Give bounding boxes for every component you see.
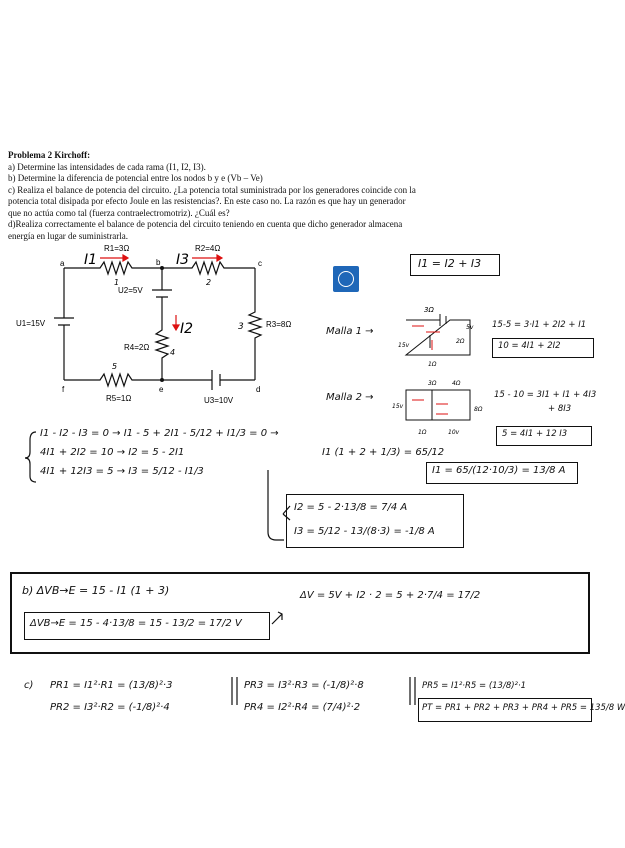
power-r3: PR3 = I3²·R3 = (-1/8)²·8 [244, 680, 364, 691]
malla1-sketch-r4: 2Ω [456, 338, 465, 345]
malla1-result: 10 = 4I1 + 2I2 [498, 341, 561, 351]
node-equation: I1 = I2 + I3 [418, 257, 482, 270]
i1-result-box [426, 462, 578, 484]
label-u1: U1=15V [16, 319, 46, 328]
problem-title: Problema 2 Kirchoff: [8, 150, 91, 160]
power-r2: PR2 = I3²·R2 = (-1/8)²·4 [50, 702, 170, 713]
part-b-frame [10, 572, 590, 654]
label-r3: R3=8Ω [266, 320, 291, 329]
power-r4: PR4 = I2²·R4 = (7/4)²·2 [244, 702, 361, 713]
problem-line-d1: d)Realiza correctamente el balance de po… [8, 219, 403, 229]
node-label-a: a [60, 259, 65, 268]
problem-line-a: a) Determine las intensidades de cada ra… [8, 161, 206, 172]
label-r4: R4=2Ω [124, 343, 149, 352]
info-icon[interactable] [333, 266, 359, 292]
malla2-sketch-r1: 3Ω [428, 380, 437, 387]
resistor-number-2: 2 [206, 278, 211, 287]
label-r2: R2=4Ω [195, 244, 220, 253]
problem-line-d2: energía en lugar de suministrarla. [8, 230, 129, 241]
part-b-result: ΔVB→E = 15 - 4·13/8 = 15 - 13/2 = 17/2 V [30, 618, 242, 629]
problem-line-c3: que no actúa como tal (fuerza contraelec… [8, 207, 230, 218]
i1-equation: I1 (1 + 2 + 1/3) = 65/12 [322, 447, 445, 458]
node-label-f: f [62, 385, 65, 394]
malla2-equation-2: + 8I3 [548, 404, 572, 414]
label-r5: R5=1Ω [106, 394, 131, 403]
malla2-sketch-15v: 15v [392, 403, 404, 410]
node-label-c: c [258, 259, 262, 268]
part-b-line: b) ΔVB→E = 15 - I1 (1 + 3) [22, 584, 170, 597]
i2-i3-result-box [286, 494, 464, 548]
malla2-label: Malla 2 → [326, 392, 374, 403]
power-total-box [418, 698, 592, 722]
part-c-label: c) [24, 680, 34, 691]
malla1-equation: 15-5 = 3·I1 + 2I2 + I1 [492, 320, 587, 330]
power-total: PT = PR1 + PR2 + PR3 + PR4 + PR5 = 135/8… [422, 703, 625, 713]
problem-line-c2: potencia total disipada por efecto Joule… [8, 196, 406, 206]
malla2-equation-1: 15 - 10 = 3I1 + I1 + 4I3 [494, 390, 597, 400]
current-label-i2: I2 [180, 321, 193, 337]
current-label-i3: I3 [176, 252, 189, 268]
malla2-result-box [496, 426, 592, 446]
problem-statement: Problema 2 Kirchoff: a) Determine las in… [8, 150, 593, 242]
i1-result: I1 = 65/(12·10/3) = 13/8 A [432, 465, 566, 476]
node-equation-box [410, 254, 500, 276]
circuit-diagram: a b c f e d R1=3Ω R2=4Ω R3=8Ω R4=2Ω R5=1… [16, 244, 483, 705]
system-equation-3: 4I1 + 12I3 = 5 → I3 = 5/12 - I1/3 [40, 466, 204, 477]
label-r1: R1=3Ω [104, 244, 129, 253]
part-b-result-box [24, 612, 270, 640]
part-b-alternative: ΔV = 5V + I2 · 2 = 5 + 2·7/4 = 17/2 [300, 590, 481, 601]
resistor-number-5: 5 [112, 362, 117, 371]
malla1-sketch-15v: 15v [398, 342, 410, 349]
malla1-result-box [492, 338, 594, 358]
resistor-number-3: 3 [238, 322, 244, 332]
node-label-b: b [156, 258, 161, 267]
malla2-sketch-10v: 10v [448, 429, 460, 436]
node-label-e: e [159, 385, 164, 394]
i3-result: I3 = 5/12 - 13/(8·3) = -1/8 A [294, 526, 435, 537]
problem-line-c1: c) Realiza el balance de potencia del ci… [8, 184, 416, 195]
malla2-sketch-r3: 8Ω [474, 406, 483, 413]
malla2-sketch-r5: 1Ω [418, 429, 427, 436]
current-label-i1: I1 [84, 252, 97, 268]
malla1-sketch-r5: 1Ω [428, 361, 437, 368]
i2-result: I2 = 5 - 2·13/8 = 7/4 A [294, 502, 408, 513]
problem-line-b: b) Determine la diferencia de potencial … [8, 173, 263, 183]
power-r1: PR1 = I1²·R1 = (13/8)²·3 [50, 680, 173, 691]
malla2-sketch-r2: 4Ω [452, 380, 461, 387]
system-equation-2: 4I1 + 2I2 = 10 → I2 = 5 - 2I1 [40, 447, 185, 458]
label-u2: U2=5V [118, 286, 143, 295]
system-equation-1: I1 - I2 - I3 = 0 → I1 - 5 + 2I1 - 5/12 +… [40, 428, 279, 439]
malla1-label: Malla 1 → [326, 326, 374, 337]
resistor-number-4: 4 [170, 348, 175, 357]
malla1-sketch-5v: 5v [466, 324, 474, 331]
malla2-result: 5 = 4I1 + 12 I3 [502, 429, 568, 439]
power-r5: PR5 = I1²·R5 = (13/8)²·1 [422, 681, 527, 691]
resistor-number-1: 1 [114, 278, 119, 287]
label-u3: U3=10V [204, 396, 234, 405]
node-label-d: d [256, 385, 260, 394]
malla1-sketch-r1: 3Ω [424, 306, 434, 314]
